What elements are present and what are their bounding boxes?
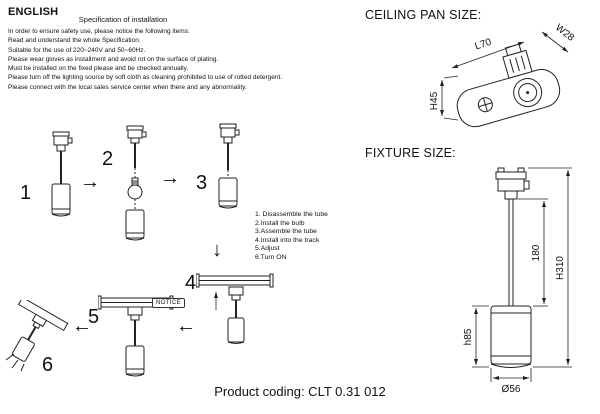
install-step-text: 1. Disassemble the tube — [255, 211, 328, 218]
step-2-drawing — [125, 125, 147, 241]
product-coding: Product coding: CLT 0.31 012 — [214, 384, 386, 399]
fixture-dim-180: 180 — [531, 244, 542, 261]
spec-line: Please connect with the local sales serv… — [8, 83, 247, 91]
step-number-6: 6 — [42, 354, 54, 376]
install-step-text: 4.Install into the track — [255, 236, 320, 244]
install-step-text: 6.Turn ON — [255, 253, 287, 261]
spec-title: Specification of installation — [78, 15, 168, 24]
fixture-drawing: 180 H310 h85 Ø56 — [463, 167, 572, 395]
spec-line: Read and understand the whole Specificat… — [8, 37, 141, 45]
ceiling-dim-h45: H45 — [429, 91, 440, 110]
fixture-size-title: FIXTURE SIZE: — [365, 146, 456, 160]
step-6-drawing — [5, 300, 69, 372]
step-number-1: 1 — [20, 182, 32, 204]
ceiling-pan-title: CEILING PAN SIZE: — [365, 8, 482, 22]
fixture-dim-h85: h85 — [463, 328, 474, 345]
spec-line: In order to ensure safety use, please no… — [8, 28, 190, 35]
install-steps-list: 1. Disassemble the tube 2.Install the bu… — [255, 211, 328, 263]
arrow-right-icon: → — [80, 171, 100, 193]
spec-line: Please wear gloves as installment and av… — [8, 55, 219, 63]
spec-line: Must be installed on the fixed please an… — [8, 65, 189, 73]
ceiling-dim-l70: L70 — [474, 37, 494, 53]
spec-line: Please turn off the lighting source by s… — [8, 74, 283, 82]
notice-flag: NOTICE — [152, 298, 186, 308]
fixture-dim-d56: Ø56 — [502, 384, 521, 395]
step-number-3: 3 — [196, 172, 208, 194]
ceiling-dim-w28: W28 — [553, 22, 576, 44]
arrow-left-icon: ← — [176, 315, 196, 337]
step-number-5: 5 — [88, 306, 100, 328]
ceiling-pan-drawing: H45 L70 W28 — [429, 22, 576, 128]
step-4-drawing — [196, 273, 274, 344]
arrow-right-icon: → — [160, 167, 180, 189]
install-step-text: 5.Adjust — [255, 245, 280, 253]
language-heading: ENGLISH — [8, 6, 59, 18]
arrow-down-icon: ↓ — [212, 239, 222, 261]
step-1-drawing — [51, 131, 73, 217]
specification-block: Specification of installation In order t… — [8, 15, 348, 92]
install-step-text: 2.Install the bulb — [255, 219, 305, 227]
step-3-drawing — [218, 123, 240, 209]
fixture-dim-h310: H310 — [555, 256, 566, 280]
install-step-text: 3.Assemble the tube — [255, 228, 317, 236]
step-number-4: 4 — [185, 272, 197, 294]
arrow-left-icon: ← — [72, 315, 92, 337]
step-number-2: 2 — [102, 148, 114, 170]
spec-line: Suitable for the use of 220~240V and 50~… — [8, 46, 146, 54]
step-5-drawing — [98, 295, 174, 377]
